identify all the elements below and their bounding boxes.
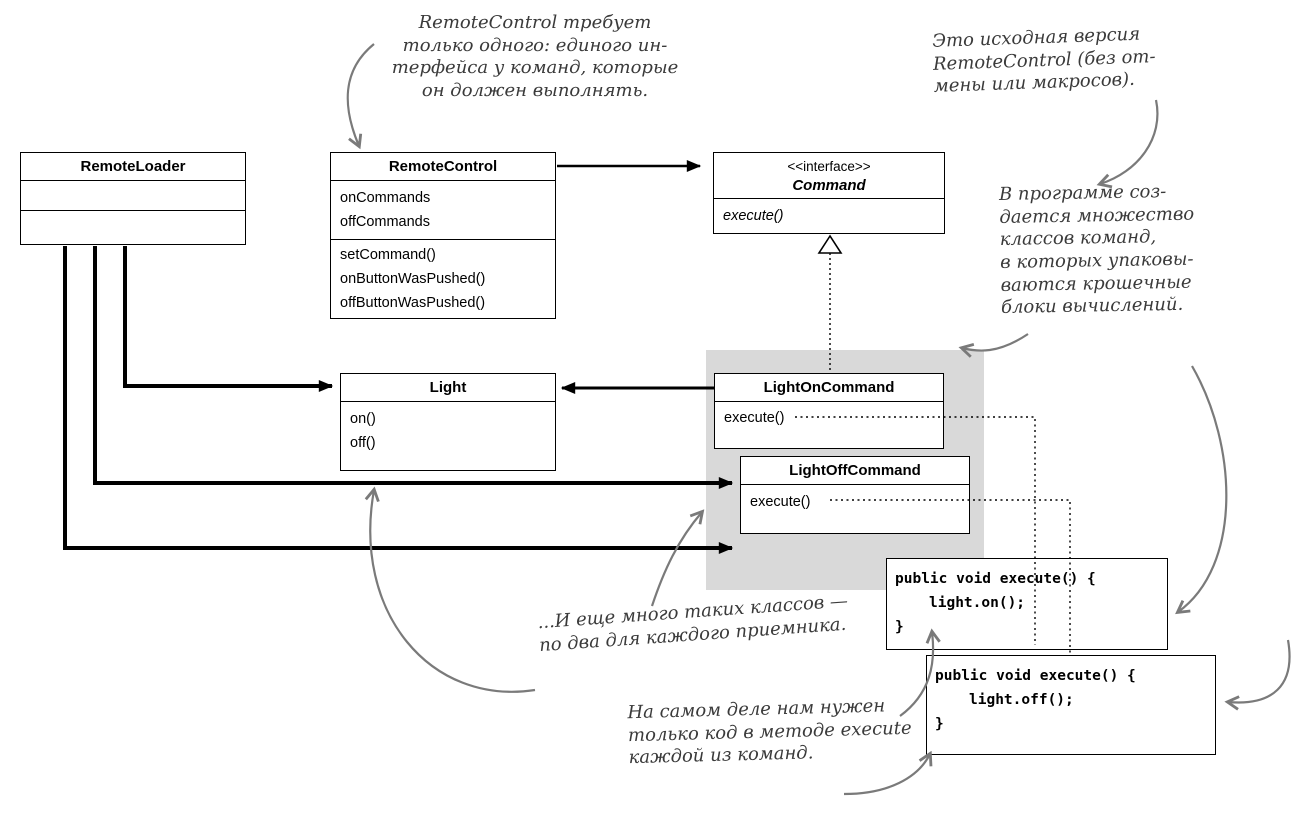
code-line: light.off(); [969,692,1074,708]
remoteloader-methods-compartment [21,211,245,244]
note-remote-control: RemoteControl требует только одного: еди… [391,12,679,102]
code-line: } [935,716,944,732]
code-snippet-light-off: public void execute() { light.off(); } [926,655,1216,755]
note-original-version: Это исходная версия RemoteControl (без о… [931,23,1156,98]
lightoffcommand-methods-compartment: execute() [741,485,969,533]
hand-arrow-note1-to-remotecontrol [346,43,375,146]
code-line: public void execute() { [895,571,1096,587]
light-methods-compartment: on() off() [341,402,555,470]
remotecontrol-methods-compartment: setCommand() onButtonWasPushed() offButt… [331,240,555,318]
class-box-lightoffcommand: LightOffCommand execute() [740,456,970,534]
class-box-remotecontrol: RemoteControl onCommands offCommands set… [330,152,556,319]
lightoncommand-methods-compartment: execute() [715,402,943,448]
method: execute() [724,410,785,426]
note-many-commands: В программе соз- дается множество классо… [998,181,1195,319]
code-line: } [895,619,904,635]
hand-arrow-right-to-code-off [1228,639,1291,702]
attribute: offCommands [340,214,430,230]
code-line: light.on(); [929,595,1026,611]
method: off() [350,435,376,451]
hand-arrow-note4-left [370,490,536,693]
class-title-remotecontrol: RemoteControl [331,153,555,181]
command-interface-header: <<interface>> Command [714,153,944,199]
code-line: public void execute() { [935,668,1136,684]
hand-arrow-note4-to-highlight [650,512,702,607]
class-title-remoteloader: RemoteLoader [21,153,245,181]
method: offButtonWasPushed() [340,295,486,311]
method: execute() [723,208,784,224]
note-execute-code: На самом деле нам нужен только код в мет… [627,695,912,769]
method: on() [350,411,376,427]
class-title-command: Command [792,177,866,194]
class-box-light: Light on() off() [340,373,556,471]
note-more-classes: ...И еще много таких классов — по два дл… [536,590,849,656]
class-title-light: Light [341,374,555,402]
class-box-remoteloader: RemoteLoader [20,152,246,245]
hand-arrow-note3-to-highlight [962,333,1029,351]
interface-stereotype: <<interface>> [787,159,871,174]
method: setCommand() [340,247,436,263]
realization-hollow-triangle [817,234,843,254]
class-title-lightoffcommand: LightOffCommand [741,457,969,485]
remoteloader-attributes-compartment [21,181,245,211]
command-methods-compartment: execute() [714,199,944,233]
remotecontrol-attributes-compartment: onCommands offCommands [331,181,555,240]
hand-arrow-right-to-code-on [1178,365,1228,612]
method: onButtonWasPushed() [340,271,486,287]
method: execute() [750,494,811,510]
class-title-lightoncommand: LightOnCommand [715,374,943,402]
class-box-command-interface: <<interface>> Command execute() [713,152,945,234]
code-snippet-light-on: public void execute() { light.on(); } [886,558,1168,650]
arrow-remoteloader-to-light [123,246,334,392]
class-box-lightoncommand: LightOnCommand execute() [714,373,944,449]
hand-arrow-note2 [1100,99,1159,184]
attribute: onCommands [340,190,431,206]
